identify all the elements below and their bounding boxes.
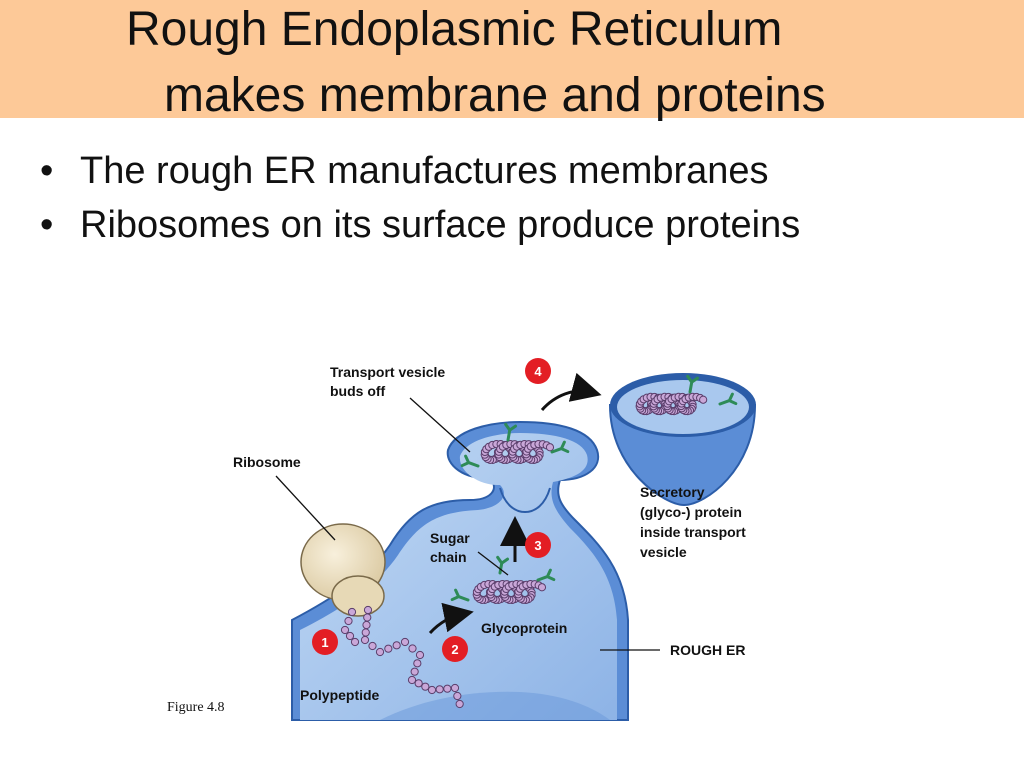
sugar-chain-icon [504,422,518,442]
step-badge-1: 1 [312,629,338,655]
sugar-chain-icon [686,374,700,394]
step-number: 2 [451,642,458,657]
amino-acid-bead [345,631,355,641]
figure-caption: Figure 4.8 [167,700,225,715]
label-sugar-chain-line2: chain [430,549,467,565]
leader-sugar-chain [477,551,509,576]
step-number: 3 [534,538,541,553]
bullet-text: The rough ER manufactures membranes [80,150,769,192]
sugar-chain-icon [496,555,510,575]
amino-acid-bead [368,641,377,651]
sugar-chain-icon [550,440,570,454]
sugar-chains [450,374,738,602]
label-secretory-line3: inside transport [640,524,746,540]
er-fold [380,691,610,720]
label-polypeptide: Polypeptide [300,687,380,703]
leader-ribosome [275,475,336,541]
label-transport-vesicle-line2: buds off [330,383,386,399]
amino-acid-bead [443,684,452,693]
label-ribosome: Ribosome [233,454,301,470]
amino-acid-bead [347,607,357,617]
arrow-step-4 [540,372,602,412]
amino-acid-bead [363,613,372,622]
bullet-list: • The rough ER manufactures membranes • Ri… [40,144,800,252]
amino-acid-bead [435,685,444,694]
amino-acid-bead [537,583,547,592]
amino-acid-bead [545,443,555,452]
label-secretory-line2: (glyco-) protein [640,504,742,520]
step-number: 4 [534,364,542,379]
amino-acid-bead [407,675,417,685]
label-sugar-chain-line1: Sugar [430,530,470,546]
ribosome [300,523,386,617]
label-secretory-line4: vesicle [640,544,687,560]
step-badge-3: 3 [525,532,551,558]
bullet-dot-icon: • [40,150,54,192]
polypeptide-chains [340,392,708,709]
sugar-chain-icon [450,588,470,602]
amino-acid-bead [414,679,423,688]
amino-acid-bead [410,667,419,676]
amino-acid-bead [453,691,462,701]
amino-acid-bead [350,637,360,647]
amino-acid-bead [450,683,460,693]
arrow-step-2 [428,602,474,635]
label-glycoprotein: Glycoprotein [481,620,567,636]
label-transport-vesicle-line1: Transport vesicle [330,364,445,380]
amino-acid-bead [344,616,353,626]
slide-title-line-1: Rough Endoplasmic Reticulum [126,3,783,56]
label-secretory-line1: Secretory [640,484,705,500]
step-number: 1 [321,635,328,650]
amino-acid-bead [362,620,371,630]
title-band: Rough Endoplasmic Reticulum makes membra… [0,0,1024,122]
slide-title-line-2: makes membrane and proteins [164,69,826,122]
bullet-dot-icon: • [40,204,54,246]
amino-acid-bead [384,644,393,653]
step-badge-4: 4 [525,358,551,384]
step-badge-2: 2 [442,636,468,662]
amino-acid-bead [360,635,370,645]
amino-acid-bead [361,628,370,637]
amino-acid-bead [427,685,437,695]
amino-acid-bead [415,650,425,660]
bullet-item: • Ribosomes on its surface produce protei… [40,198,800,252]
amino-acid-bead [455,699,464,709]
amino-acid-bead [413,659,422,668]
amino-acid-bead [392,641,401,650]
bullet-text: Ribosomes on its surface produce protein… [80,204,801,246]
sugar-chain-icon [718,392,738,406]
amino-acid-bead [375,647,385,657]
amino-acid-bead [340,625,350,635]
amino-acid-bead [363,605,373,615]
sugar-chain-icon [460,454,480,468]
amino-acid-bead [408,644,417,653]
vesicle-neck [499,487,551,514]
amino-acid-bead [699,395,708,404]
amino-acid-bead [400,637,410,647]
bullet-item: • The rough ER manufactures membranes [40,144,800,198]
label-rough-er: ROUGH ER [670,642,745,658]
amino-acid-bead [421,682,430,691]
sugar-chain-icon [536,568,556,582]
leader-transport-vesicle [409,397,471,453]
